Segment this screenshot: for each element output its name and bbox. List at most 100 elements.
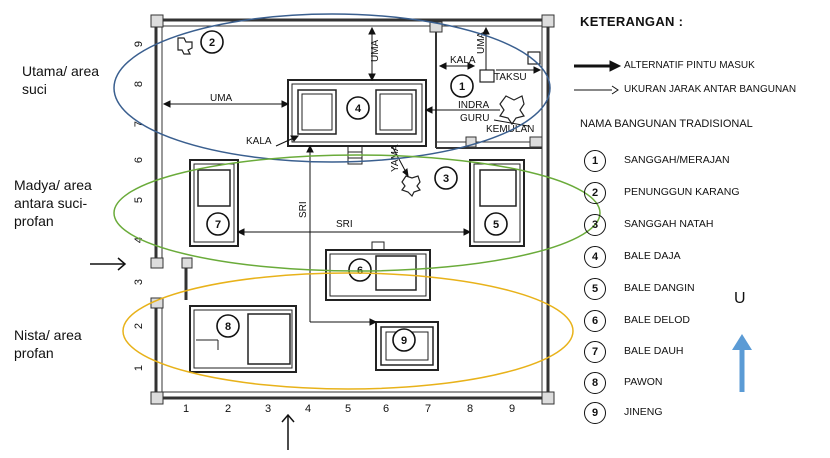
building-number: 7 — [215, 219, 221, 231]
y-axis-label: 4 — [133, 237, 145, 243]
shrine-sanggah-natah — [401, 175, 421, 198]
entrance-arrow-south — [281, 413, 295, 450]
building-number: 8 — [225, 321, 231, 333]
zone-label-madya: Madya/ area antara suci- profan — [14, 176, 92, 230]
zone-label-nista: Nista/ area profan — [14, 326, 82, 362]
legend-item: 1 SANGGAH/MERAJAN — [584, 150, 824, 174]
zone-label-line: suci — [22, 81, 47, 97]
label-guru: GURU — [460, 113, 489, 124]
zone-label-utama: Utama/ area suci — [22, 62, 99, 98]
building-number: 4 — [355, 103, 362, 115]
building-number: 2 — [209, 37, 215, 49]
zone-nista-ellipse — [122, 272, 574, 390]
zone-label-line: profan — [14, 213, 54, 229]
zone-label-line: profan — [14, 345, 54, 361]
building-number-circle — [434, 166, 458, 190]
label-uma-left: UMA — [210, 93, 233, 104]
legend-number: 8 — [584, 372, 606, 394]
legend-item: 7 BALE DAUH — [584, 341, 824, 365]
building-number-circle — [200, 30, 224, 54]
label-uma-right: UMA — [476, 31, 487, 54]
legend-number: 7 — [584, 341, 606, 363]
y-axis-label: 7 — [133, 121, 145, 127]
legend-number: 3 — [584, 214, 606, 236]
zone-utama-ellipse — [113, 13, 551, 163]
legend-number: 1 — [584, 150, 606, 172]
building-number-circle — [392, 328, 416, 352]
shrine-penunggun-karang — [177, 37, 193, 55]
y-axis-label: 6 — [133, 157, 145, 163]
legend-name: SANGGAH NATAH — [624, 218, 714, 230]
building-number: 5 — [493, 219, 499, 231]
label-kemulan: KEMULAN — [486, 124, 534, 135]
x-axis-label: 3 — [265, 403, 271, 415]
label-uma-top: UMA — [370, 39, 381, 62]
label-sri-vertical: SRI — [298, 201, 309, 218]
legend-subtitle: NAMA BANGUNAN TRADISIONAL — [580, 118, 753, 130]
legend-item: 8 PAWON — [584, 372, 824, 396]
zone-label-line: Madya/ area — [14, 177, 92, 193]
label-indra: INDRA — [458, 100, 489, 111]
zone-label-line: Utama/ area — [22, 63, 100, 79]
label-yama: YAMA — [390, 144, 401, 172]
distance-lines — [162, 26, 542, 326]
legend-number: 9 — [584, 402, 606, 424]
wall-corner-posts — [150, 14, 555, 405]
legend-name: BALE DANGIN — [624, 282, 695, 294]
x-axis-label: 1 — [183, 403, 189, 415]
label-taksu: TAKSU — [494, 72, 527, 83]
north-label: U — [734, 290, 746, 307]
building-number: 3 — [443, 173, 449, 185]
plan-labels: UMA UMA KALA UMA TAKSU INDRA GURU KEMULA… — [210, 31, 534, 230]
legend-name: PENUNGGUN KARANG — [624, 186, 740, 198]
legend-number: 6 — [584, 310, 606, 332]
legend-item: 5 BALE DANGIN — [584, 278, 824, 302]
zone-label-line: Nista/ area — [14, 327, 82, 343]
building-jineng — [375, 321, 439, 371]
building-number-circle — [206, 212, 230, 236]
legend-item: 4 BALE DAJA — [584, 246, 824, 270]
zone-madya-ellipse — [113, 154, 601, 272]
zone-label-line: antara suci- — [14, 195, 88, 211]
y-axis-label: 2 — [133, 323, 145, 329]
zone-ellipses — [113, 13, 601, 390]
legend-number: 4 — [584, 246, 606, 268]
legend-number: 2 — [584, 182, 606, 204]
building-number-circle — [346, 96, 370, 120]
legend-title: KETERANGAN : — [580, 14, 684, 29]
entrance-arrow-west — [90, 257, 127, 271]
legend-name: SANGGAH/MERAJAN — [624, 154, 730, 166]
legend-item: 2 PENUNGGUN KARANG — [584, 182, 824, 206]
legend-item: 6 BALE DELOD — [584, 310, 824, 334]
y-axis-label: 3 — [133, 279, 145, 285]
building-number-circle — [348, 258, 372, 282]
legend-name: BALE DELOD — [624, 314, 690, 326]
x-axis-label: 8 — [467, 403, 473, 415]
legend-name: PAWON — [624, 376, 663, 388]
legend-name: BALE DAJA — [624, 250, 681, 262]
north-arrow-icon — [732, 334, 752, 392]
legend-number: 5 — [584, 278, 606, 300]
building-number-circle — [484, 212, 508, 236]
y-axis-label: 1 — [133, 365, 145, 371]
legend-item: 9 JINENG — [584, 402, 824, 426]
building-bale-dangin — [469, 159, 525, 247]
label-kala-mid: KALA — [246, 136, 272, 147]
legend-name: JINENG — [624, 406, 663, 418]
x-axis-label: 7 — [425, 403, 431, 415]
y-axis-label: 9 — [133, 41, 145, 47]
label-sri-horizontal: SRI — [336, 219, 353, 230]
building-number-circle — [450, 74, 474, 98]
building-number-circle — [216, 314, 240, 338]
x-axis-label: 9 — [509, 403, 515, 415]
building-number: 1 — [459, 81, 465, 93]
legend-name: BALE DAUH — [624, 345, 684, 357]
building-number: 9 — [401, 335, 407, 347]
x-axis-label: 4 — [305, 403, 311, 415]
perimeter-wall — [154, 18, 550, 400]
shrine-sanggah-merajan — [479, 51, 541, 126]
